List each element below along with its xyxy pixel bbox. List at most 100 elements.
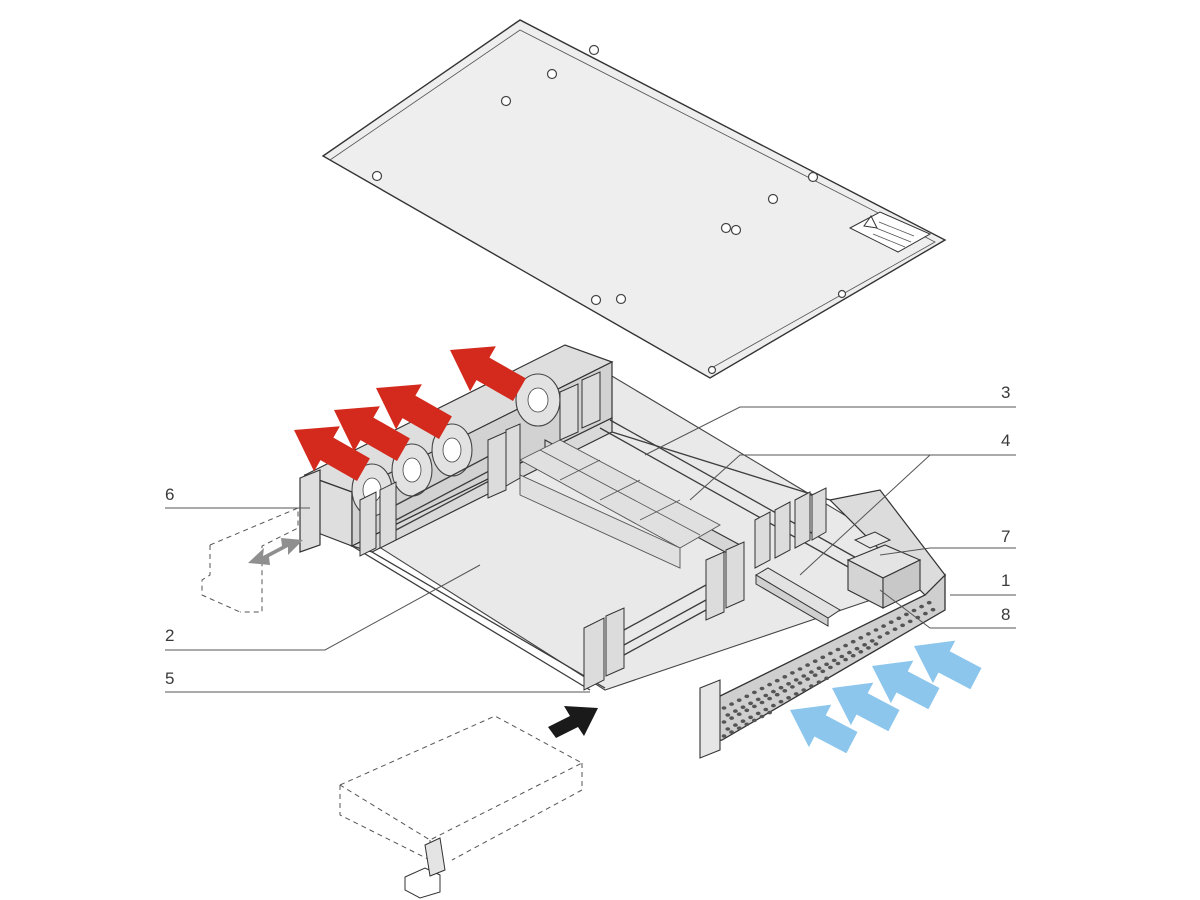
vent-hole (740, 719, 746, 723)
vent-hole (797, 681, 803, 685)
vent-hole (733, 709, 738, 713)
vent-hole (759, 686, 765, 691)
callout-label-4: 4 (1001, 431, 1010, 450)
vent-hole (733, 723, 738, 727)
vent-hole (729, 716, 734, 720)
vent-hole (850, 653, 856, 658)
vent-hole (835, 647, 841, 652)
vent-hole (866, 632, 871, 636)
vent-hole (729, 702, 734, 706)
vent-hole (736, 698, 742, 702)
plug-in-module-outline (339, 715, 584, 899)
slide-arrow (248, 538, 303, 565)
vent-hole (771, 703, 776, 708)
vent-hole (869, 639, 875, 643)
power-supply-block (846, 531, 922, 609)
vent-hole (790, 685, 795, 689)
vent-hole (824, 676, 829, 681)
vent-hole (805, 663, 810, 667)
vent-hole (763, 707, 769, 712)
callout-label-5: 5 (165, 669, 174, 688)
vent-hole (774, 678, 780, 683)
vent-hole (793, 678, 799, 682)
chassis (299, 344, 947, 759)
vent-hole (744, 694, 750, 699)
vent-hole (809, 684, 814, 688)
vent-hole (873, 628, 879, 632)
vent-hole (752, 704, 757, 709)
vent-hole (767, 710, 772, 715)
vent-hole (816, 680, 822, 684)
vent-hole (873, 642, 879, 646)
vent-hole (771, 689, 776, 694)
intake-arrow-2 (832, 682, 900, 732)
vent-hole (721, 734, 727, 738)
front-bar-component (755, 567, 841, 627)
top-cover-plate (321, 19, 947, 379)
vent-hole (847, 650, 852, 655)
callout-label-6: 6 (165, 485, 174, 504)
vent-hole (812, 659, 818, 663)
vent-hole (755, 711, 761, 716)
vent-hole (854, 646, 860, 651)
exhaust-arrow-1 (294, 426, 370, 481)
vent-hole (805, 677, 810, 681)
vent-hole (755, 697, 761, 702)
vent-hole (866, 646, 871, 650)
vent-hole (926, 600, 932, 605)
vent-hole (729, 730, 734, 734)
intake-arrow-3 (872, 660, 940, 710)
vent-hole (778, 685, 784, 690)
vent-hole (797, 667, 803, 671)
vent-hole (767, 682, 772, 687)
vent-hole (820, 655, 826, 660)
vent-hole (721, 720, 727, 724)
vent-hole (736, 712, 742, 716)
vent-hole (892, 627, 898, 631)
vent-hole (763, 693, 769, 698)
vent-hole (907, 619, 913, 624)
vent-hole (843, 643, 848, 648)
vent-hole (725, 727, 731, 731)
exhaust-arrow-3 (376, 384, 452, 439)
front-slot-rails (583, 487, 827, 691)
vent-hole (824, 662, 829, 667)
vent-hole (748, 715, 753, 720)
vent-hole (744, 708, 750, 713)
callout-label-8: 8 (1001, 605, 1010, 624)
intake-arrows (790, 640, 982, 754)
vent-hole (843, 657, 848, 662)
exhaust-arrow-2 (334, 406, 410, 461)
vent-hole (885, 631, 890, 635)
vent-hole (862, 643, 867, 647)
vent-hole (786, 696, 791, 700)
vent-hole (759, 700, 765, 705)
vent-hole (790, 671, 795, 675)
insert-arrow (548, 706, 598, 738)
exhaust-arrows (294, 346, 526, 481)
vent-hole (786, 682, 791, 686)
callout-label-7: 7 (1001, 527, 1010, 546)
vent-hole (801, 674, 807, 678)
callout-label-1: 1 (1001, 571, 1010, 590)
vent-hole (809, 670, 814, 674)
vent-hole (877, 635, 883, 639)
vent-hole (839, 654, 845, 659)
module-guides (519, 439, 721, 569)
vent-hole (801, 688, 807, 692)
vent-hole (782, 689, 788, 693)
vent-hole (767, 696, 772, 701)
front-perforation (721, 600, 936, 738)
vent-hole (831, 658, 837, 663)
vent-hole (828, 651, 833, 656)
callout-leaders (165, 406, 1016, 693)
intake-arrow-1 (790, 704, 858, 754)
vent-hole (911, 608, 917, 613)
vent-hole (778, 699, 784, 704)
vent-hole (881, 624, 886, 628)
vent-hole (774, 692, 780, 697)
vent-hole (888, 620, 894, 624)
exhaust-arrow-4 (450, 346, 526, 401)
vent-hole (736, 726, 742, 730)
